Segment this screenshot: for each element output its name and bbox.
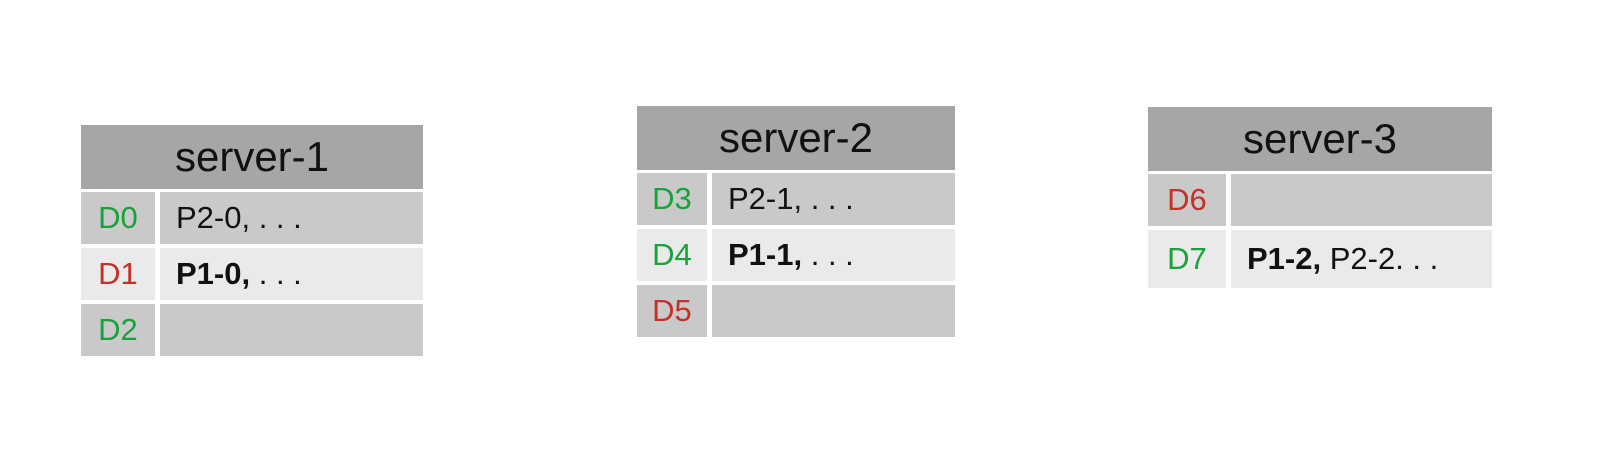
table-row: D6	[1148, 174, 1492, 226]
disk-id-label: D3	[652, 181, 692, 216]
partition-text: P2-0, . . .	[176, 200, 302, 235]
server-2-header: server-2	[637, 106, 955, 170]
disk-id-label: D7	[1167, 241, 1207, 276]
partition-text: P2-2. . .	[1321, 241, 1439, 276]
partition-cell: P1-0, . . .	[160, 248, 423, 300]
disk-id-label: D5	[652, 293, 692, 328]
disk-id-cell: D0	[81, 192, 155, 244]
partition-cell	[1231, 174, 1492, 226]
disk-id-label: D6	[1167, 182, 1207, 217]
table-row: D5	[637, 285, 955, 337]
disk-id-cell: D1	[81, 248, 155, 300]
table-row: D1 P1-0, . . .	[81, 248, 423, 300]
disk-id-label: D4	[652, 237, 692, 272]
disk-id-cell: D3	[637, 173, 707, 225]
partition-bold-text: P1-1,	[728, 237, 803, 272]
server-3-title: server-3	[1242, 115, 1398, 162]
disk-id-cell: D4	[637, 229, 707, 281]
disk-id-cell: D2	[81, 304, 155, 356]
server-2-title: server-2	[718, 114, 874, 161]
server-table-2: server-2 D3 P2-1, . . . D4 P1-1, . . . D…	[637, 106, 955, 337]
server-table-3: server-3 D6 D7 P1-2, P2-2. . .	[1148, 107, 1492, 288]
partition-cell: P1-1, . . .	[712, 229, 955, 281]
partition-bold-text: P1-2,	[1247, 241, 1322, 276]
disk-id-cell: D7	[1148, 230, 1226, 288]
partition-text: P2-1, . . .	[728, 181, 854, 216]
partition-cell	[160, 304, 423, 356]
partition-text: . . .	[802, 237, 854, 272]
table-row: D0 P2-0, . . .	[81, 192, 423, 244]
disk-id-cell: D5	[637, 285, 707, 337]
disk-id-label: D2	[98, 312, 138, 347]
partition-cell: P2-1, . . .	[712, 173, 955, 225]
partition-cell	[712, 285, 955, 337]
disk-id-cell: D6	[1148, 174, 1226, 226]
server-3-header: server-3	[1148, 107, 1492, 171]
table-row: D2	[81, 304, 423, 356]
partition-cell: P1-2, P2-2. . .	[1231, 230, 1492, 288]
server-1-header: server-1	[81, 125, 423, 189]
partition-text: . . .	[250, 256, 302, 291]
table-row: D4 P1-1, . . .	[637, 229, 955, 281]
disk-id-label: D1	[98, 256, 138, 291]
partition-bold-text: P1-0,	[176, 256, 251, 291]
table-row: D3 P2-1, . . .	[637, 173, 955, 225]
server-table-1: server-1 D0 P2-0, . . . D1 P1-0, . . . D…	[81, 125, 423, 356]
server-1-title: server-1	[174, 133, 330, 180]
partition-cell: P2-0, . . .	[160, 192, 423, 244]
disk-id-label: D0	[98, 200, 138, 235]
table-row: D7 P1-2, P2-2. . .	[1148, 230, 1492, 288]
